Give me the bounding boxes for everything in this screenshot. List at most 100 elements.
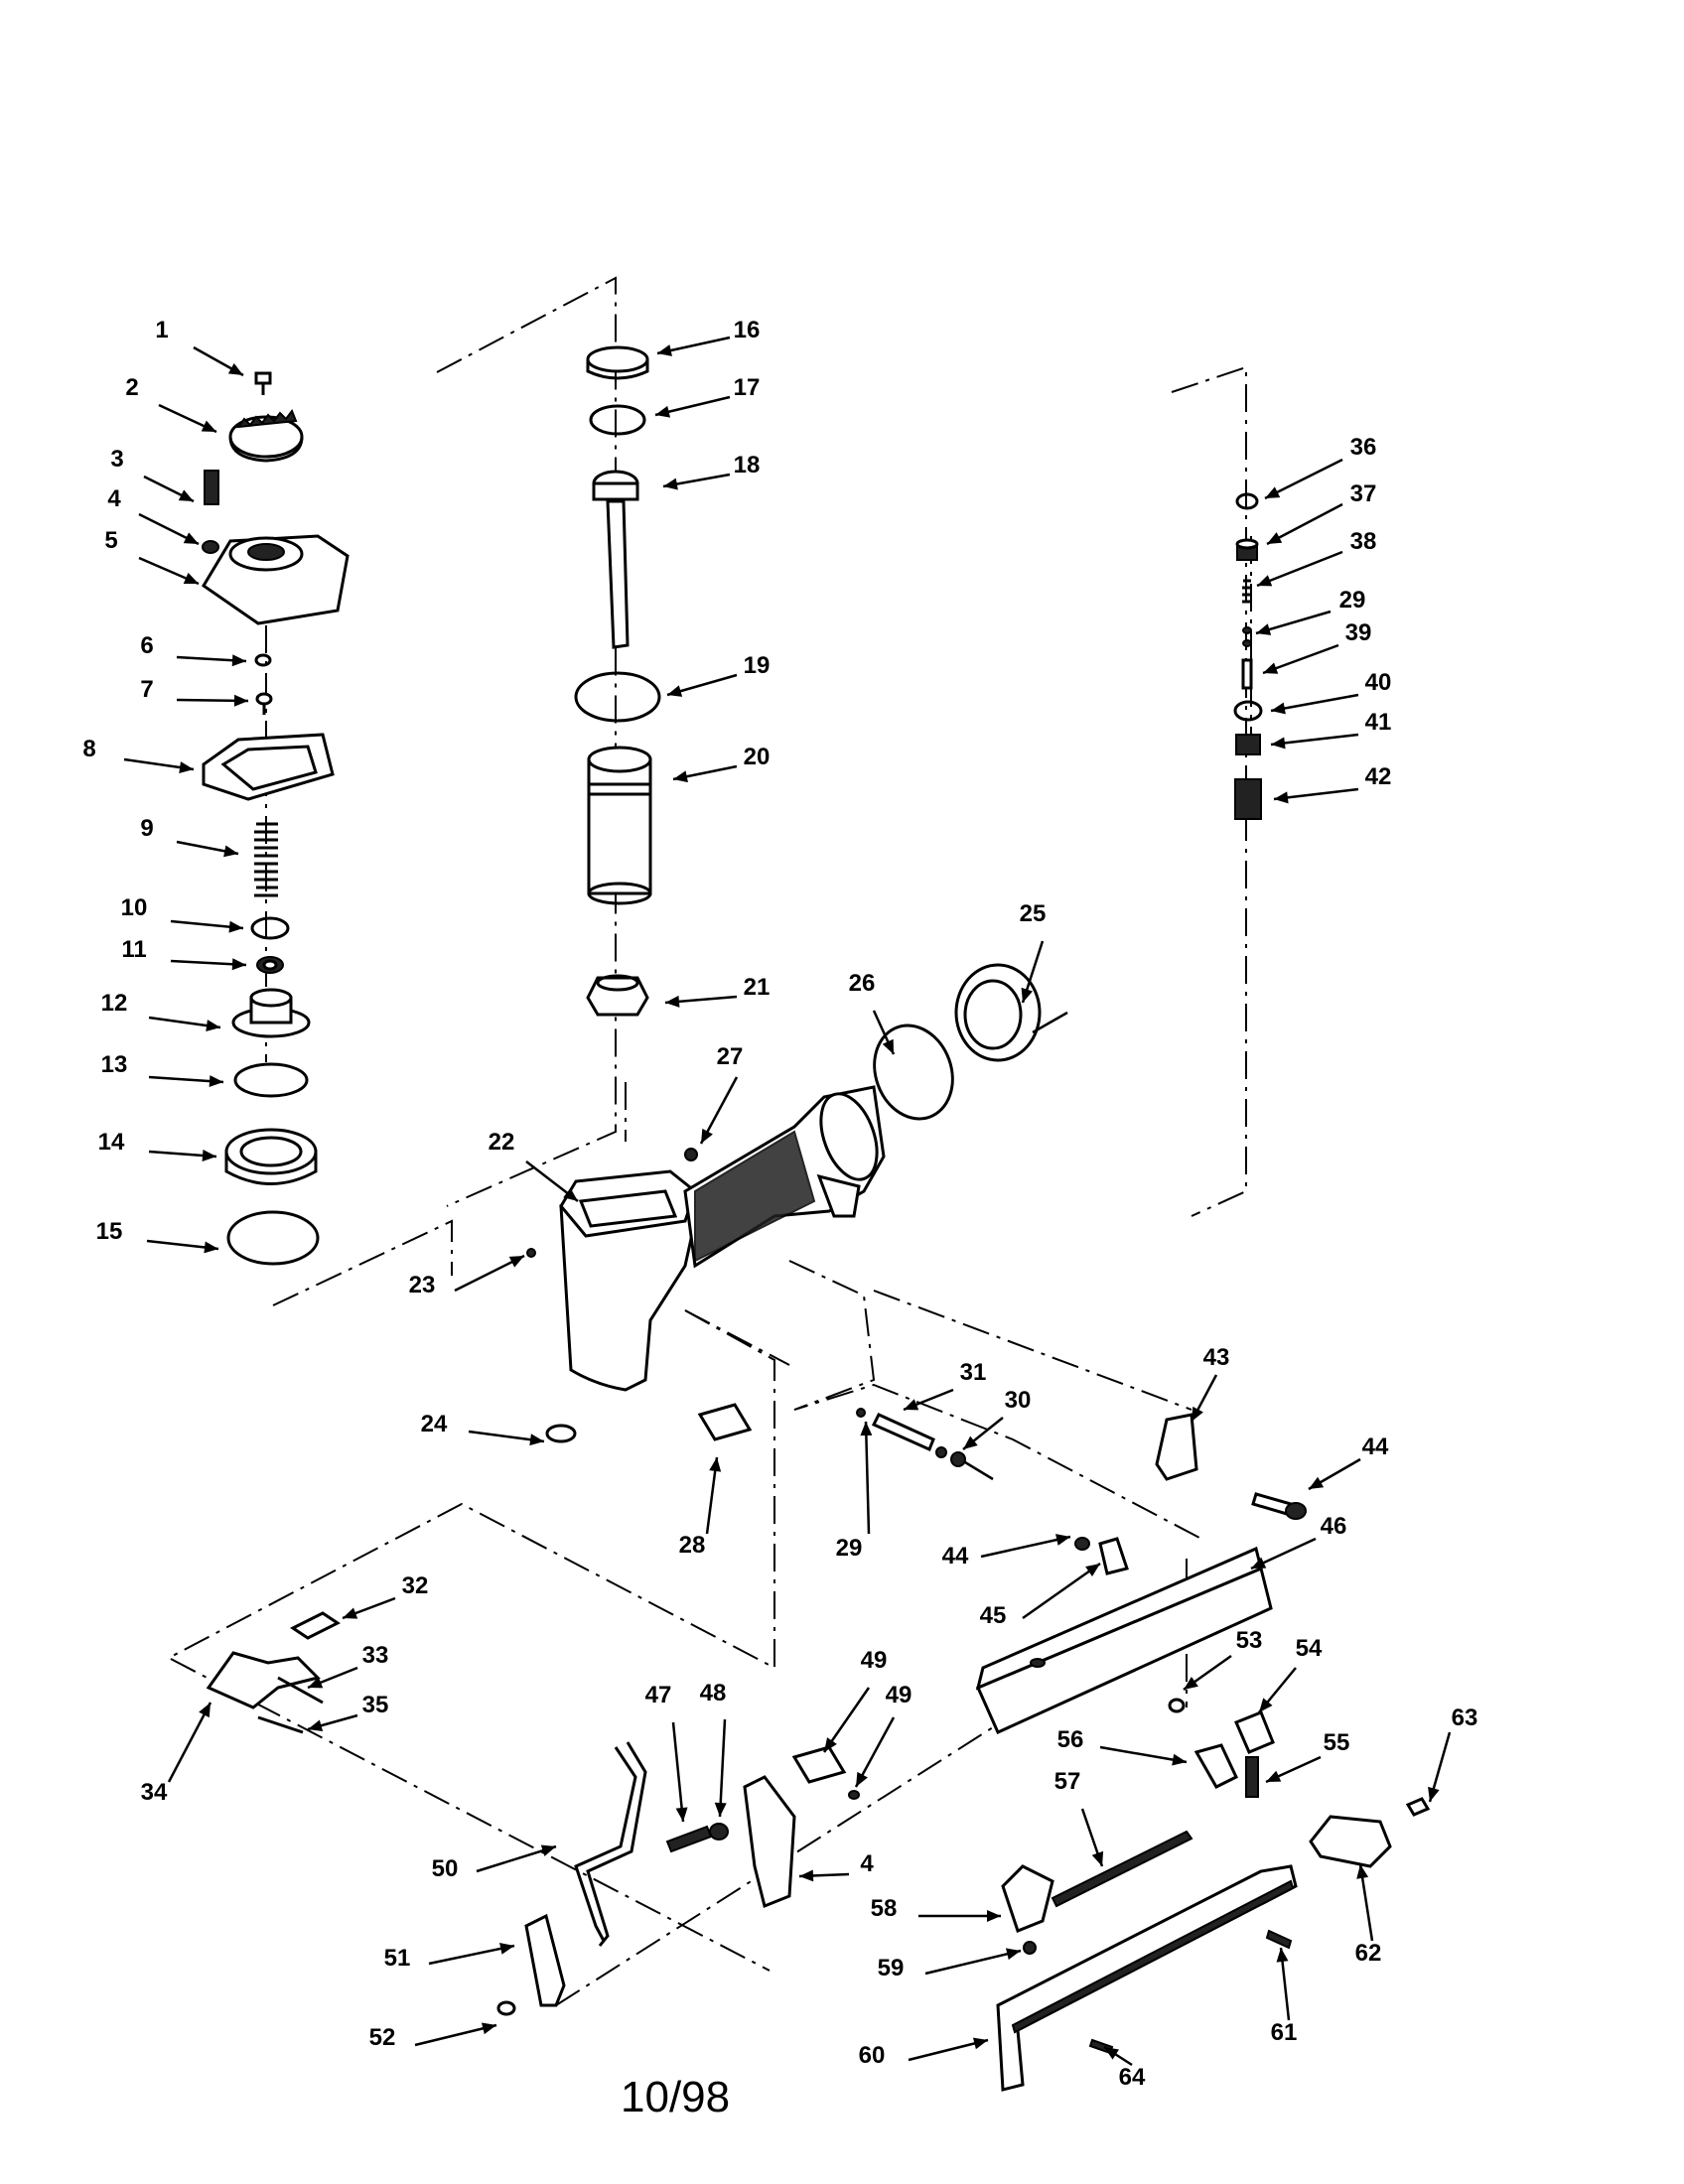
callout-number: 58 (871, 1895, 898, 1922)
leader-arrow (1273, 787, 1359, 801)
part-6-ring (254, 653, 272, 667)
callout-number: 57 (1054, 1768, 1081, 1795)
part-44-screw-left (665, 1823, 729, 1853)
callout-number: 50 (432, 1855, 459, 1882)
callout-number: 22 (489, 1129, 515, 1156)
arrowhead (206, 1020, 220, 1032)
callout-number: 42 (1365, 763, 1392, 790)
arrowhead (675, 1807, 688, 1822)
callout-number: 4 (107, 485, 121, 512)
arrowhead (179, 761, 194, 773)
callout-number: 41 (1365, 709, 1392, 736)
arrowhead (1172, 1753, 1187, 1766)
arrowhead (183, 572, 199, 584)
part-13-o-ring (233, 1062, 309, 1098)
arrowhead (987, 1910, 1001, 1922)
arrowhead (1259, 1698, 1273, 1712)
part-42-spring (1234, 778, 1262, 820)
part-38-spring (1242, 579, 1252, 604)
arrowhead (963, 1435, 978, 1449)
arrowhead (1266, 1770, 1282, 1782)
part-7-screw (255, 692, 273, 715)
callout-number: 25 (1020, 900, 1047, 927)
part-9-spring (254, 822, 278, 897)
callout-number: 5 (104, 527, 117, 554)
part-28-bracket (697, 1403, 753, 1441)
callout-number: 64 (1119, 2064, 1146, 2091)
leader-arrow (428, 1944, 515, 1966)
arrowhead (209, 1075, 223, 1088)
callout-number: 53 (1236, 1627, 1263, 1654)
callout-number: 31 (960, 1359, 987, 1386)
arrowhead (709, 1457, 722, 1472)
arrowhead (308, 1719, 324, 1732)
callout-number: 11 (121, 936, 146, 963)
part-3-bolt (204, 470, 219, 505)
callout-number: 37 (1350, 480, 1377, 507)
part-15-o-ring (226, 1210, 320, 1266)
arrowhead (178, 489, 194, 501)
part-50-nose-plate (743, 1775, 796, 1909)
part-29-o-rings-top (1242, 626, 1252, 647)
arrowhead (824, 1737, 837, 1752)
arrowhead (1256, 623, 1272, 635)
arrowhead (508, 1256, 524, 1268)
arrowhead (667, 685, 683, 697)
leader-arrow (1022, 1562, 1101, 1620)
callout-number: 35 (362, 1692, 389, 1718)
arrowhead (1251, 1557, 1267, 1569)
arrowhead (1276, 1948, 1289, 1963)
arrowhead (202, 1149, 216, 1161)
callout-number: 51 (384, 1945, 411, 1972)
arrowhead (665, 995, 680, 1008)
callout-number: 55 (1324, 1729, 1350, 1756)
arrowhead (1257, 575, 1273, 587)
arrowhead (904, 1399, 919, 1411)
leader-arrow (167, 1702, 212, 1783)
leader-arrow (414, 2023, 497, 2047)
part-46-clip (1098, 1537, 1129, 1575)
arrowhead (655, 405, 671, 418)
arrowhead (199, 1703, 210, 1718)
arrowhead (529, 1433, 544, 1446)
callout-number: 62 (1355, 1940, 1382, 1967)
part-41-bushing (1235, 734, 1261, 755)
arrowhead (799, 1869, 814, 1882)
callout-number: 34 (141, 1779, 168, 1806)
callout-number: 47 (645, 1682, 672, 1708)
arrowhead (701, 1128, 713, 1144)
callout-number: 12 (101, 990, 128, 1017)
arrowhead (481, 2022, 496, 2035)
callout-number: 44 (1362, 1433, 1389, 1460)
part-29-31-30-trigger-valve (856, 1408, 994, 1481)
part-64-screw (1405, 1797, 1431, 1817)
part-62-pin (1265, 1929, 1293, 1950)
callout-number: 30 (1005, 1387, 1032, 1414)
arrowhead (183, 532, 199, 544)
callout-number: 23 (409, 1272, 436, 1298)
callout-number: 29 (836, 1535, 863, 1562)
part-48-bracket (791, 1745, 847, 1784)
arrowhead (1309, 1476, 1325, 1489)
part-16-bumper-ring (586, 345, 649, 380)
arrowhead (308, 1677, 324, 1689)
leader-arrow (671, 1721, 685, 1823)
arrowhead (223, 845, 238, 858)
callout-number: 38 (1350, 528, 1377, 555)
arrowhead (540, 1844, 556, 1856)
arrowhead (1428, 1786, 1440, 1802)
callout-number: 29 (1339, 587, 1366, 614)
revision-date: 10/98 (621, 2073, 731, 2121)
arrowhead (1265, 486, 1281, 498)
callout-number: 61 (1271, 2019, 1298, 2046)
arrowhead (1055, 1534, 1070, 1546)
arrowhead (343, 1607, 358, 1619)
arrowhead (1184, 1677, 1198, 1690)
part-12-valve-piston (231, 988, 311, 1038)
arrowhead (1271, 737, 1286, 750)
leader-arrow (1099, 1745, 1188, 1764)
callout-number: 20 (744, 744, 771, 770)
part-56-spring (1245, 1756, 1259, 1798)
part-18-piston-driver (592, 470, 639, 649)
